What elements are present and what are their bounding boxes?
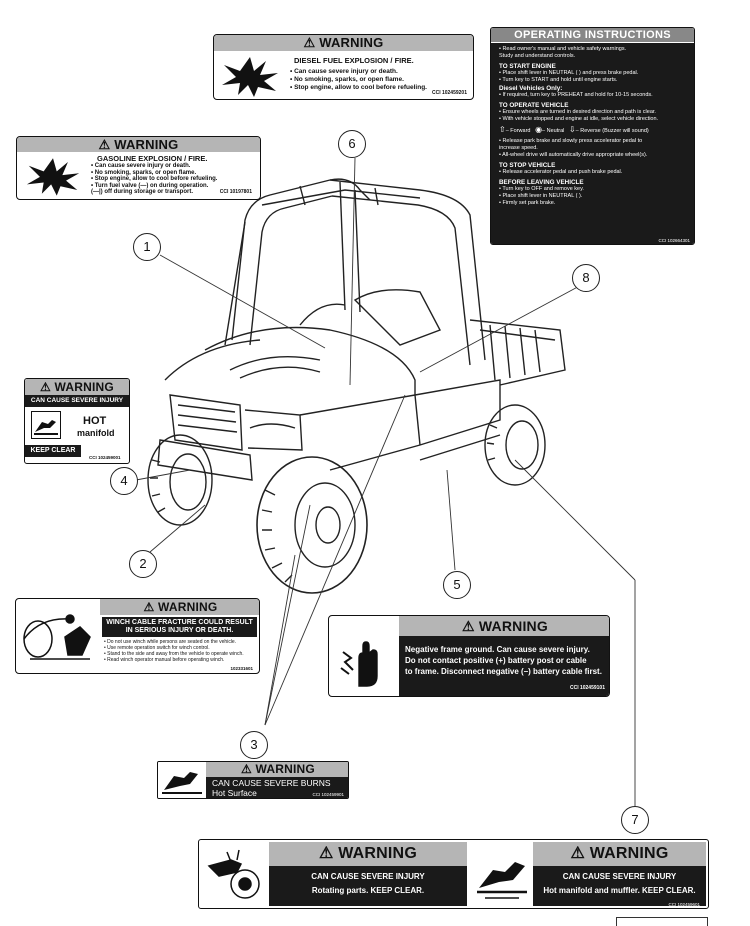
hot-manifold-hand-icon	[471, 842, 531, 906]
warning-header: ⚠ WARNING	[533, 842, 706, 866]
winch-title: WINCH CABLE FRACTURE COULD RESULT IN SER…	[102, 617, 257, 637]
rotating-text: CAN CAUSE SEVERE INJURY Rotating parts. …	[269, 866, 467, 906]
warning-header: ⚠ WARNING	[399, 616, 609, 636]
explosion-icon	[25, 155, 81, 197]
hot-manifold-subtitle: CAN CAUSE SEVERE INJURY	[25, 395, 129, 407]
direction-legend: ⇧– Forward ◉– Neutral ⇩– Reverse (Buzzer…	[499, 125, 649, 135]
burns-text: CAN CAUSE SEVERE BURNS Hot Surface CCI 1…	[206, 777, 348, 798]
forward-arrow-icon: ⇧	[499, 125, 506, 134]
diesel-fuel-warning-label: ⚠ WARNING DIESEL FUEL EXPLOSION / FIRE. …	[213, 34, 474, 100]
manifold-text: manifold	[77, 428, 115, 438]
callout-8: 8	[572, 264, 600, 292]
gasoline-cci: CCI 10197801	[219, 189, 252, 195]
callout-2: 2	[129, 550, 157, 578]
warning-triangle-icon: ⚠	[241, 762, 252, 776]
callout-4: 4	[110, 467, 138, 495]
reverse-arrow-icon: ⇩	[568, 125, 576, 134]
diesel-title: DIESEL FUEL EXPLOSION / FIRE.	[294, 56, 414, 65]
operating-title: OPERATING INSTRUCTIONS	[491, 28, 694, 42]
hot-text: HOT	[83, 415, 107, 427]
utility-vehicle-drawing	[147, 178, 566, 594]
warning-triangle-icon: ⚠	[98, 137, 111, 152]
explosion-icon	[220, 55, 280, 97]
hot-surface-hand-icon	[158, 762, 207, 798]
warning-triangle-icon: ⚠	[319, 845, 334, 862]
gasoline-title: GASOLINE EXPLOSION / FIRE.	[97, 154, 208, 163]
warning-header: ⚠ WARNING	[269, 842, 467, 866]
diesel-lines: • Can cause severe injury or death. • No…	[290, 68, 427, 91]
electric-shock-hand-icon	[337, 638, 391, 690]
winch-warning-label: ⚠ WARNING WINCH CABLE FRACTURE COULD RES…	[15, 598, 260, 674]
callout-7: 7	[621, 806, 649, 834]
callout-6: 6	[338, 130, 366, 158]
rotating-parts-muffler-warning-label: ⚠ WARNING CAN CAUSE SEVERE INJURY Rotati…	[198, 839, 709, 909]
warning-header: ⚠ WARNING	[25, 379, 129, 395]
leader-lines	[135, 157, 636, 810]
neutral-icon: ◉	[535, 125, 543, 134]
rotating-parts-hand-icon	[201, 842, 267, 906]
keep-clear-text: KEEP CLEAR	[25, 445, 81, 457]
warning-header: ⚠ WARNING	[17, 137, 260, 152]
hot-surface-hand-icon	[31, 411, 61, 439]
warning-header: ⚠ WARNING	[206, 762, 348, 777]
muffler-text: CAN CAUSE SEVERE INJURY Hot manifold and…	[533, 866, 706, 906]
hot-manifold-warning-label: ⚠ WARNING CAN CAUSE SEVERE INJURY HOT ma…	[24, 378, 130, 464]
warning-triangle-icon: ⚠	[40, 380, 51, 394]
operating-instructions-label: OPERATING INSTRUCTIONS • Read owner's ma…	[490, 27, 695, 245]
callout-5: 5	[443, 571, 471, 599]
page-corner-frame	[616, 917, 708, 926]
diesel-cci: CCI 102459201	[431, 90, 467, 96]
callout-1: 1	[133, 233, 161, 261]
winch-cable-pictogram-icon	[20, 607, 98, 667]
battery-warning-label: ⚠ WARNING Negative frame ground. Can cau…	[328, 615, 610, 697]
warning-triangle-icon: ⚠	[570, 845, 586, 862]
warning-triangle-icon: ⚠	[303, 35, 316, 50]
gasoline-warning-label: ⚠ WARNING GASOLINE EXPLOSION / FIRE. • C…	[16, 136, 261, 200]
warning-triangle-icon: ⚠	[462, 618, 475, 634]
warning-header: ⚠ WARNING	[100, 599, 259, 615]
severe-burns-warning-label: ⚠ WARNING CAN CAUSE SEVERE BURNS Hot Sur…	[157, 761, 349, 799]
warning-triangle-icon: ⚠	[143, 600, 155, 614]
battery-text: Negative frame ground. Can cause severe …	[399, 636, 609, 696]
operating-body: • Read owner's manual and vehicle safety…	[491, 43, 694, 244]
winch-lines: • Do not use winch while persons are sea…	[104, 639, 244, 663]
warning-header: ⚠ WARNING	[214, 35, 473, 51]
gasoline-lines: • Can cause severe injury or death. • No…	[91, 163, 218, 196]
callout-3: 3	[240, 731, 268, 759]
